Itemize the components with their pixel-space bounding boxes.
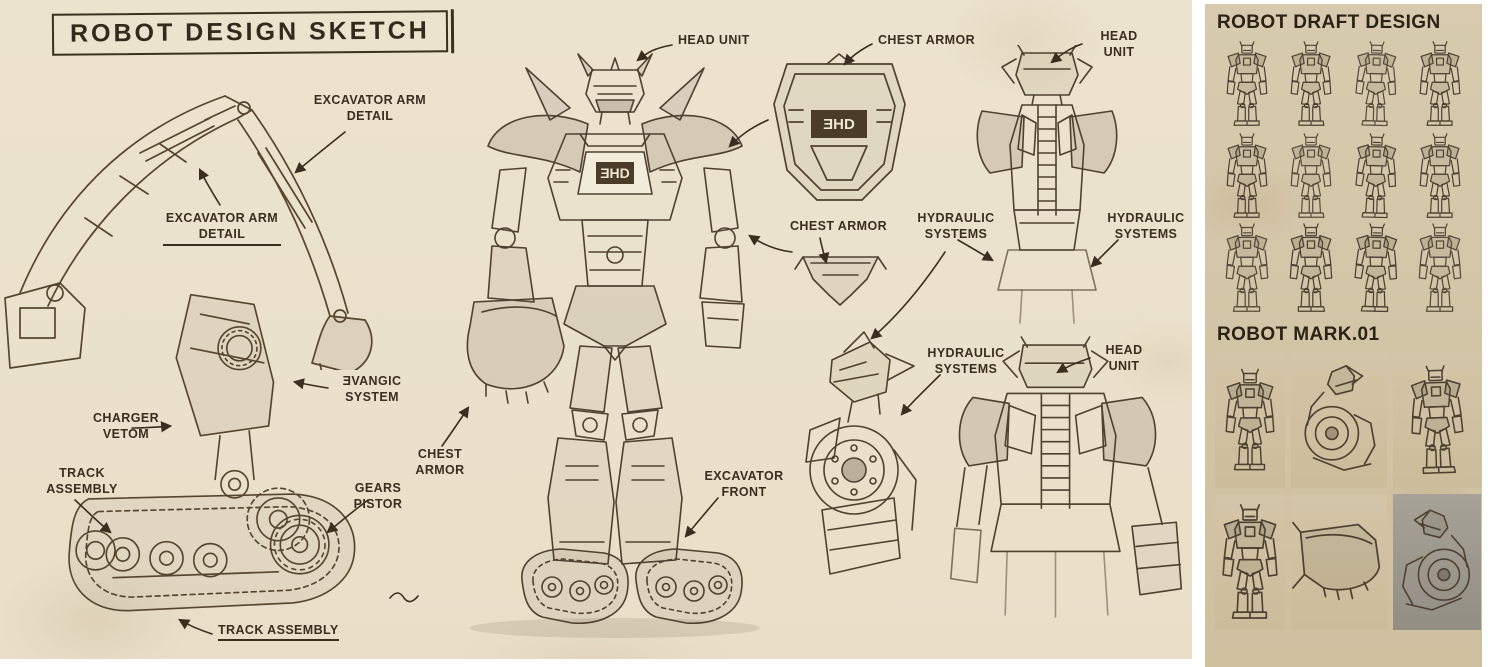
label-excavator-arm-detail-top: EXCAVATOR ARM DETAIL: [313, 93, 427, 124]
robot-thumbnail-cell: [1285, 133, 1337, 224]
robot-thumbnail-cell: [1412, 223, 1468, 318]
robot-thumbnail: [1283, 223, 1339, 313]
mark01-robot-sketch: [1219, 361, 1281, 479]
label-hydraulic-systems-side: HYDRAULIC SYSTEMS: [927, 346, 1005, 377]
robot-thumbnail: [1285, 41, 1337, 127]
robot-thumbnail: [1346, 222, 1404, 313]
back-view-lower-sketch: [949, 336, 1183, 618]
robot-thumbnail: [1219, 223, 1275, 313]
robot-thumbnail: [1349, 40, 1403, 127]
label-track-assembly-bottom: TRACK ASSEMBLY: [218, 622, 339, 642]
sheet-title-box: ROBOT DESIGN SKETCH: [51, 10, 448, 56]
label-track-assembly-left: TRACK ASSEMBLY: [46, 466, 118, 497]
robot-thumbnail-cell: [1285, 41, 1337, 132]
mark01-collage: [1215, 352, 1481, 630]
robot-thumbnail: [1221, 41, 1273, 127]
main-robot-sketch: ƎHD: [466, 53, 760, 638]
label-chest-armor-main: CHEST ARMOR: [415, 447, 465, 478]
mark01-thumb: [1215, 494, 1285, 630]
mark01-robot-sketch: [1402, 360, 1472, 480]
robot-thumbnail: [1412, 223, 1468, 313]
mark01-bust-sketch: [1393, 506, 1481, 618]
robot-thumbnail-cell: [1221, 41, 1273, 132]
chest-armor-logo: ƎHD: [823, 116, 855, 133]
robot-thumbnail-cell: [1350, 133, 1402, 224]
side-torso-sketch: [805, 331, 917, 575]
mark01-bucket-sketch: [1291, 518, 1387, 606]
robot-thumbnail-cell: [1348, 223, 1404, 318]
track-assembly-sketch: [68, 293, 356, 612]
robot-thumbnail-cell: [1219, 223, 1275, 318]
label-chest-armor-mid: CHEST ARMOR: [790, 219, 887, 233]
robot-thumbnail-cell: [1283, 223, 1339, 318]
label-chest-armor-top: CHEST ARMOR: [878, 33, 975, 47]
back-view-upper-sketch: [976, 45, 1118, 324]
sketch-panel: ROBOT DESIGN SKETCH: [0, 0, 1192, 659]
mark01-title: ROBOT MARK.01: [1217, 324, 1380, 345]
label-hydraulic-systems-back-right: HYDRAULIC SYSTEMS: [1107, 211, 1185, 242]
mark01-robot-sketch: [1215, 499, 1285, 625]
mark01-thumb: [1291, 494, 1387, 630]
robot-thumbnail-cell: [1221, 133, 1273, 224]
robot-thumbnail: [1285, 133, 1337, 219]
label-head-unit-back-bottom: HEAD UNIT: [1105, 343, 1143, 374]
label-excavator-arm-detail-mid: EXCAVATOR ARM DETAIL: [163, 210, 281, 246]
mark01-thumb: [1393, 494, 1481, 630]
mark01-bust-sketch: [1293, 361, 1385, 479]
robot-thumbnail: [1414, 133, 1466, 219]
label-head-unit-back-top: HEAD UNIT: [1100, 29, 1138, 60]
robot-thumbnail-grid: [1215, 40, 1472, 316]
label-gears-pistor: GEARS PISTOR: [353, 481, 403, 512]
chest-armor-sketch: ƎHD: [773, 53, 906, 201]
robot-thumbnail-cell: [1414, 133, 1466, 224]
robot-thumbnail-cell: [1350, 41, 1402, 132]
label-excavator-front: EXCAVATOR FRONT: [704, 469, 784, 500]
mark01-thumb: [1291, 352, 1387, 488]
label-charger-vetom: CHARGER VETOM: [93, 411, 159, 442]
draft-design-title: ROBOT DRAFT DESIGN: [1217, 12, 1441, 33]
label-gvangic-system: ƎVANGIC SYSTEM: [342, 374, 402, 405]
excavator-arm-sketch: [4, 95, 373, 370]
robot-thumbnail: [1414, 41, 1466, 127]
label-head-unit-main: HEAD UNIT: [678, 33, 750, 47]
chest-armor-small-sketch: [794, 256, 887, 306]
mark01-thumb: [1393, 352, 1481, 488]
robot-thumbnail: [1221, 133, 1273, 219]
robot-thumbnail: [1349, 132, 1403, 219]
main-robot-chest-logo: ƎHD: [600, 165, 630, 181]
reference-panel: ROBOT DRAFT DESIGN ROBOT MARK.01: [1205, 4, 1482, 667]
sheet-title: ROBOT DESIGN SKETCH: [69, 16, 430, 48]
mark01-thumb: [1215, 352, 1285, 488]
label-hydraulic-systems-back-left: HYDRAULIC SYSTEMS: [917, 211, 995, 242]
robot-thumbnail-cell: [1414, 41, 1466, 132]
